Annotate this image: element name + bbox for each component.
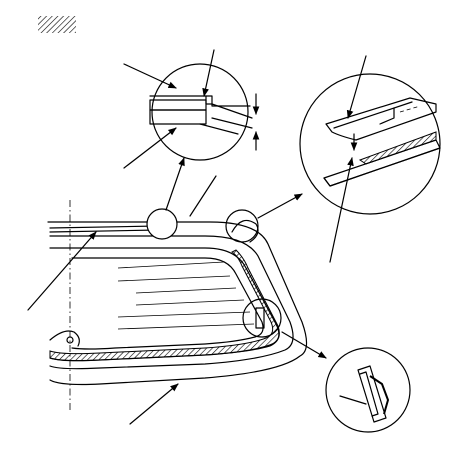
rear-window-glass <box>47 200 308 410</box>
callout-markers <box>146 208 282 338</box>
detail-circle-upper-edge <box>149 63 253 161</box>
detail-circle-clip <box>325 347 411 433</box>
detail-circle-corner <box>299 73 441 215</box>
hatched-rectangle-symbol <box>38 16 76 33</box>
leader-lines <box>27 49 367 425</box>
